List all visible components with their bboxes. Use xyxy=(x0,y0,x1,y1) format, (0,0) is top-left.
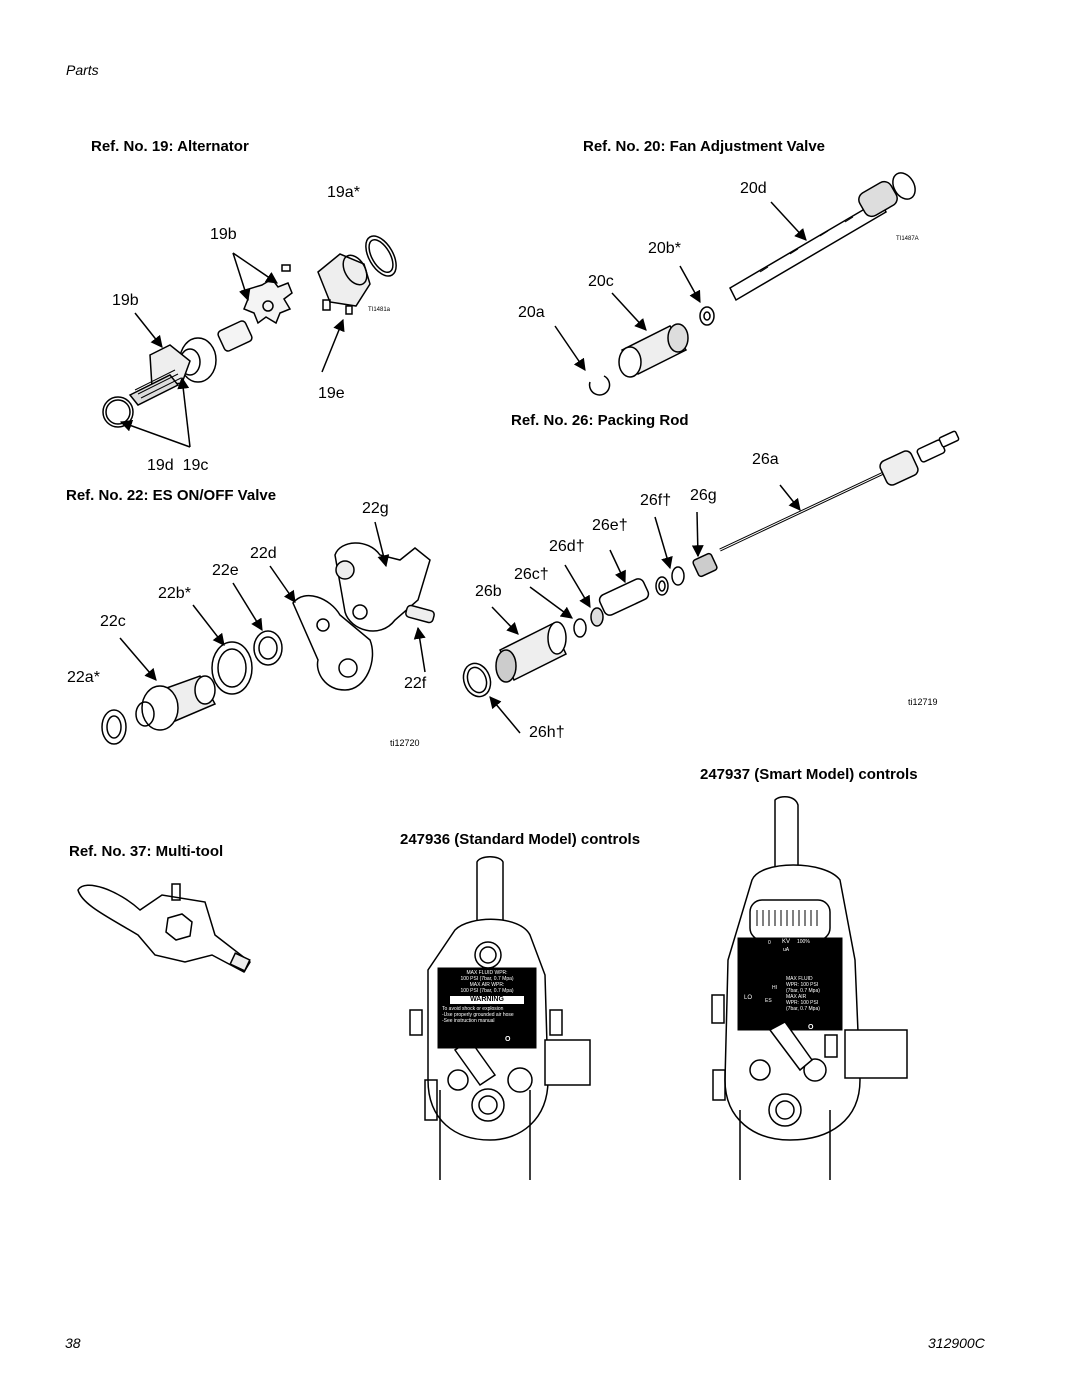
label-26b: 26b xyxy=(475,583,502,600)
es-valve-title: Ref. No. 22: ES ON/OFF Valve xyxy=(66,487,277,504)
alternator-title: Ref. No. 19: Alternator xyxy=(91,138,249,155)
label-26g: 26g xyxy=(690,487,717,504)
panel-max-fluid-value: 100 PSI (7bar, 0.7 Mpa) xyxy=(460,976,514,982)
page-number: 38 xyxy=(65,1335,81,1351)
multitool-drawing xyxy=(78,884,250,972)
standard-controls-title: 247936 (Standard Model) controls xyxy=(400,831,641,848)
smart-mf-line1: MAX FLUID xyxy=(786,976,813,982)
standard-panel: MAX FLUID WPR: 100 PSI (7bar, 0.7 Mpa) M… xyxy=(438,970,536,1024)
panel-warn-line1: To avoid shock or explosion xyxy=(442,1006,504,1012)
smart-panel-percent: 100% xyxy=(797,939,810,945)
packing-rod-drawing xyxy=(459,431,959,733)
label-26e: 26e† xyxy=(592,517,628,534)
panel-warning: WARNING xyxy=(450,996,524,1004)
label-22e: 22e xyxy=(212,562,239,579)
standard-panel-o: O xyxy=(505,1036,511,1043)
panel-warn-line3: -See instruction manual xyxy=(442,1018,495,1024)
section-header: Parts xyxy=(66,62,99,78)
packing-rod-title: Ref. No. 26: Packing Rod xyxy=(511,412,689,429)
label-20a: 20a xyxy=(518,304,545,321)
es-valve-drawing xyxy=(102,522,435,744)
panel-max-air: MAX AIR WPR: xyxy=(469,982,505,988)
label-22d: 22d xyxy=(250,545,277,562)
fan-valve-title: Ref. No. 20: Fan Adjustment Valve xyxy=(583,138,825,155)
smart-gun-drawing xyxy=(712,797,907,1180)
label-19a: 19a* xyxy=(327,184,360,201)
label-26c: 26c† xyxy=(514,566,549,583)
smart-ma-line3: (7bar, 0.7 Mpa) xyxy=(786,1006,820,1012)
smart-panel-max-fluid: MAX FLUID WPR: 100 PSI (7bar, 0.7 Mpa) M… xyxy=(786,976,820,1012)
panel-max-fluid: MAX FLUID WPR: xyxy=(466,970,508,976)
panel-max-air-value: 100 PSI (7bar, 0.7 Mpa) xyxy=(460,988,514,994)
smart-panel-kv: KV xyxy=(782,939,791,945)
smart-panel-zero: 0 xyxy=(768,940,771,946)
smart-panel-hi: HI xyxy=(772,985,777,991)
label-19d-19c: 19d 19c xyxy=(147,457,209,474)
packing-rod-figure-id: ti12719 xyxy=(908,697,938,707)
smart-panel-es: ES xyxy=(765,998,772,1004)
label-22c: 22c xyxy=(100,613,126,630)
es-valve-figure-id: ti12720 xyxy=(390,738,420,748)
document-number: 312900C xyxy=(928,1335,985,1351)
smart-controls-title: 247937 (Smart Model) controls xyxy=(700,766,918,783)
label-20d: 20d xyxy=(740,180,767,197)
label-22g: 22g xyxy=(362,500,389,517)
label-19b-left: 19b xyxy=(112,292,139,309)
smart-ma-line1: MAX AIR xyxy=(786,994,807,1000)
smart-ma-line2: WPR: 100 PSI xyxy=(786,1000,819,1006)
standard-gun-drawing xyxy=(410,857,590,1180)
fan-valve-figure-id: TI1487A xyxy=(896,236,919,242)
alternator-drawing xyxy=(103,231,402,447)
smart-panel-lo: LO xyxy=(744,995,753,1001)
smart-mf-line2: WPR: 100 PSI xyxy=(786,982,819,988)
label-19b-upper: 19b xyxy=(210,226,237,243)
label-26d: 26d† xyxy=(549,538,585,555)
fan-valve-drawing xyxy=(555,169,920,395)
label-26a: 26a xyxy=(752,451,779,468)
label-26f: 26f† xyxy=(640,492,672,509)
multitool-title: Ref. No. 37: Multi-tool xyxy=(69,843,224,860)
smart-panel-ua: uA xyxy=(783,947,790,953)
smart-mf-line3: (7bar, 0.7 Mpa) xyxy=(786,988,820,994)
smart-panel-o: O xyxy=(808,1024,814,1031)
label-22b: 22b* xyxy=(158,585,191,602)
alternator-figure-id: TI1481a xyxy=(368,307,391,313)
panel-warn-line2: -Use properly grounded air hose xyxy=(442,1012,514,1018)
label-20b: 20b* xyxy=(648,240,681,257)
label-26h: 26h† xyxy=(529,724,565,741)
label-22f: 22f xyxy=(404,675,427,692)
label-22a: 22a* xyxy=(67,669,100,686)
label-19e: 19e xyxy=(318,385,345,402)
label-20c: 20c xyxy=(588,273,614,290)
